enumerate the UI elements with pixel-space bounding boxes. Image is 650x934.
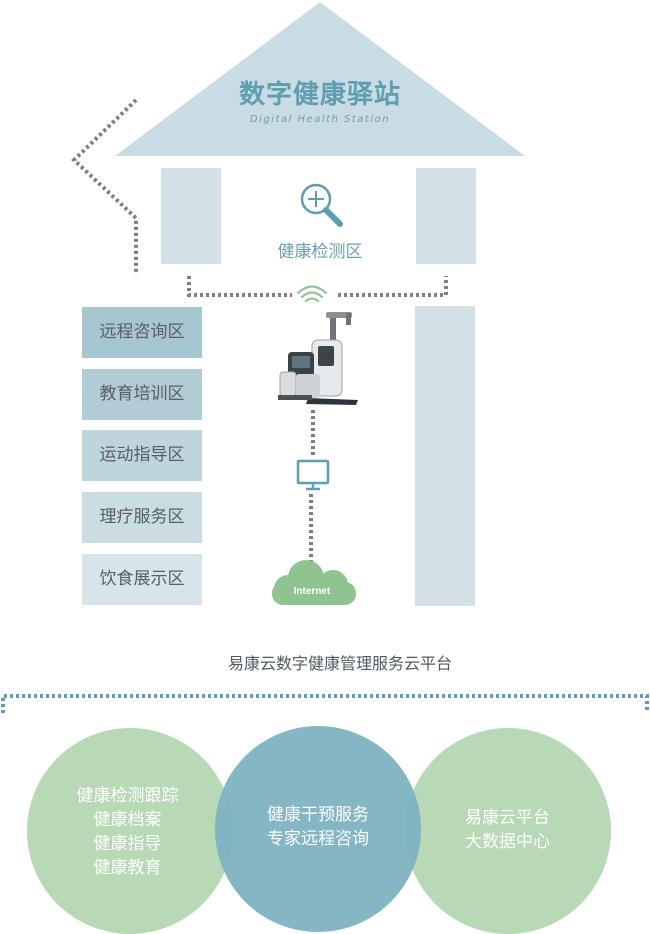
service-item: 健康教育: [93, 858, 162, 878]
detection-zone-label: 健康检测区: [277, 242, 363, 262]
internet-cloud: [272, 560, 356, 605]
circle-center: [215, 726, 421, 932]
circle-left: [27, 728, 233, 934]
service-item: 专家远程咨询: [267, 829, 369, 849]
zone-physiotherapy: 理疗服务区: [82, 492, 202, 543]
roof: [115, 2, 525, 156]
lower-right-pillar: [415, 306, 475, 606]
circle-right: [405, 728, 611, 934]
internet-label: Internet: [294, 586, 331, 597]
circle-right-text: 易康云平台 大数据中心: [420, 806, 595, 854]
zone-diet-display: 饮食展示区: [82, 554, 202, 605]
service-item: 易康云平台: [465, 808, 550, 828]
service-item: 大数据中心: [465, 832, 550, 852]
station-title: 数字健康驿站: [238, 80, 401, 110]
circle-left-text: 健康检测跟踪 健康档案 健康指导 健康教育: [40, 784, 215, 880]
left-dotted-connector: [71, 98, 138, 275]
circle-center-text: 健康干预服务 专家远程咨询: [228, 803, 408, 851]
detection-dotted-connector-right: [338, 276, 448, 297]
zone-exercise-guidance: 运动指导区: [82, 430, 202, 481]
service-item: 健康指导: [93, 834, 162, 854]
platform-label: 易康云数字健康管理服务云平台: [227, 654, 452, 673]
upper-right-pillar: [416, 168, 476, 264]
service-item: 健康干预服务: [267, 805, 369, 825]
monitor-icon: [296, 459, 330, 491]
upper-left-pillar: [161, 168, 221, 264]
magnifier-icon: [300, 183, 343, 227]
platform-dotted-bracket: [1, 694, 649, 713]
station-subtitle: Digital Health Station: [249, 114, 391, 125]
zone-remote-consult: 远程咨询区: [82, 307, 202, 358]
detection-dotted-connector-left: [187, 276, 292, 297]
wifi-icon: [296, 285, 328, 303]
health-kiosk-device: [278, 312, 358, 405]
zone-education-training: 教育培训区: [82, 369, 202, 420]
service-item: 健康档案: [93, 810, 162, 830]
service-item: 健康检测跟踪: [76, 786, 179, 806]
